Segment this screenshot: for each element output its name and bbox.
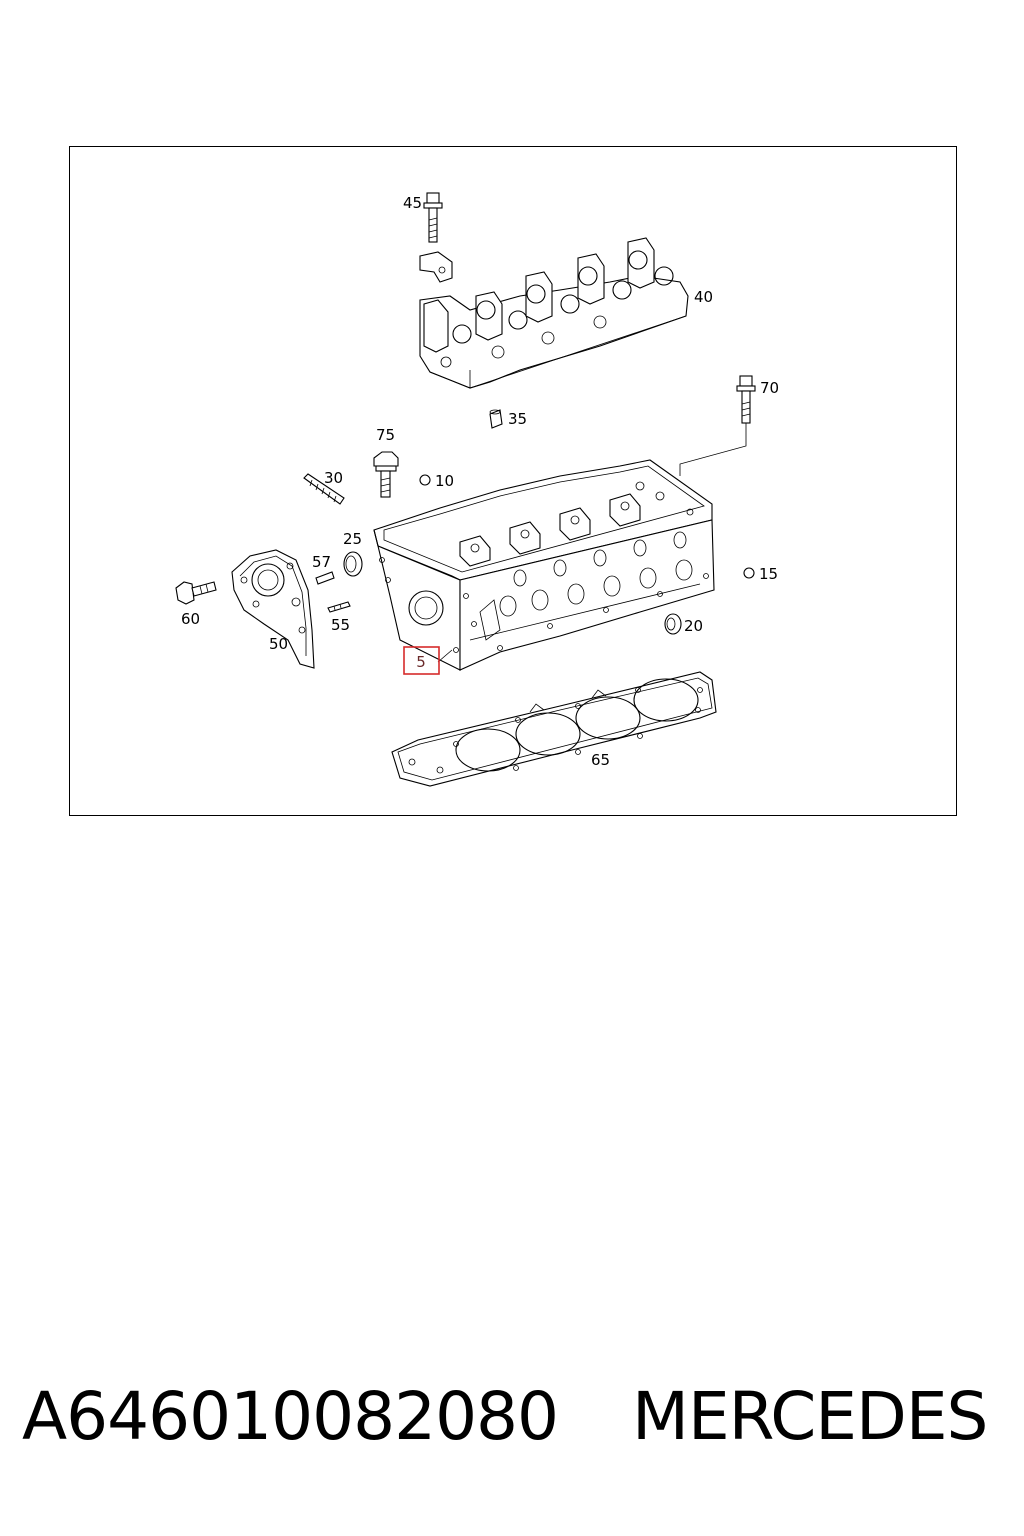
part-25-plug[interactable] <box>343 551 363 577</box>
part-20-plug[interactable] <box>664 613 682 635</box>
part-50-cover-plate[interactable] <box>231 549 315 669</box>
part-15-plug[interactable] <box>743 567 755 579</box>
part-70-bolt[interactable] <box>679 375 756 476</box>
callout-10[interactable]: 10 <box>435 472 454 490</box>
part-75-bolt[interactable] <box>373 451 399 498</box>
callout-57[interactable]: 57 <box>312 553 331 571</box>
callout-65[interactable]: 65 <box>591 751 610 769</box>
callout-70[interactable]: 70 <box>760 379 779 397</box>
callout-5-highlight <box>403 646 440 675</box>
callout-15[interactable]: 15 <box>759 565 778 583</box>
callout-55[interactable]: 55 <box>331 616 350 634</box>
callout-30[interactable]: 30 <box>324 469 343 487</box>
part-45-bolt[interactable] <box>423 192 443 243</box>
bearing-bracket <box>419 251 453 283</box>
brand-name: MERCEDES <box>632 1378 988 1455</box>
part-55-pin[interactable] <box>327 601 351 613</box>
diagram-frame <box>69 146 957 816</box>
callout-35[interactable]: 35 <box>508 410 527 428</box>
footer: A646010082080 MERCEDES <box>0 1378 1024 1468</box>
callout-40[interactable]: 40 <box>694 288 713 306</box>
callout-50[interactable]: 50 <box>269 635 288 653</box>
parts-diagram: 45 40 70 35 75 30 10 25 57 15 60 55 20 5… <box>175 192 779 787</box>
part-35-sleeve[interactable] <box>489 409 503 429</box>
part-10-plug[interactable] <box>419 474 431 486</box>
part-40-camshaft-carrier[interactable] <box>419 237 689 389</box>
part-number: A646010082080 <box>22 1378 559 1455</box>
callout-20[interactable]: 20 <box>684 617 703 635</box>
part-60-bolt[interactable] <box>175 581 217 605</box>
part-30-stud[interactable] <box>303 473 345 505</box>
callout-25[interactable]: 25 <box>343 530 362 548</box>
callout-45[interactable]: 45 <box>403 194 422 212</box>
part-5-cylinder-head[interactable] <box>373 459 715 671</box>
callout-60[interactable]: 60 <box>181 610 200 628</box>
part-65-head-gasket[interactable] <box>391 671 717 787</box>
part-57-pin[interactable] <box>315 571 335 585</box>
callout-5[interactable]: 5 <box>416 653 426 671</box>
callout-75[interactable]: 75 <box>376 426 395 444</box>
